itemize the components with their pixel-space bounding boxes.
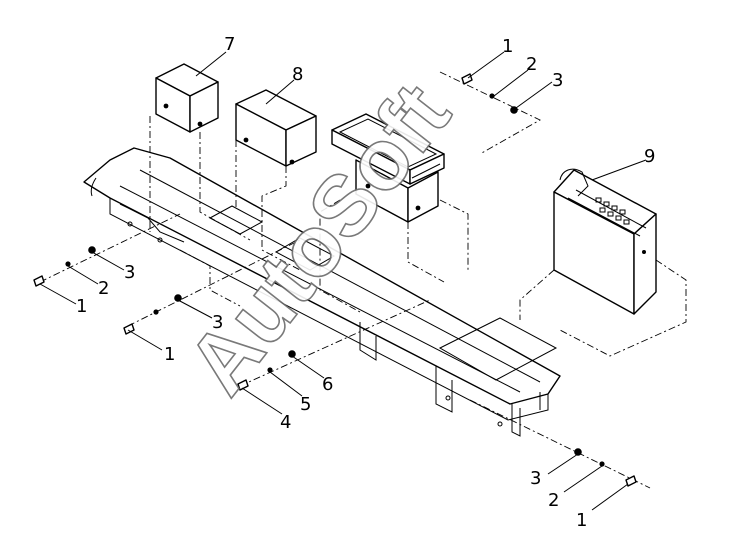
callout-1-top: 1 (502, 36, 513, 57)
box-part-8 (235, 89, 317, 167)
callout-3-bottom: 3 (530, 468, 541, 489)
control-module-part-9 (553, 168, 657, 315)
callout-3-top: 3 (552, 70, 563, 91)
mounting-bracket (83, 147, 561, 437)
callout-1-left: 1 (76, 296, 87, 317)
callout-9: 9 (644, 146, 655, 167)
callout-labels: 1 2 3 1 2 3 1 3 4 5 6 3 2 1 7 8 9 (76, 34, 655, 531)
callout-3-mid: 3 (212, 312, 223, 333)
leader-lines (39, 51, 647, 511)
callout-1-bottom: 1 (576, 510, 587, 531)
callout-1-mid: 1 (164, 344, 175, 365)
callout-2-left: 2 (98, 278, 109, 299)
fasteners (33, 73, 637, 487)
center-unit (331, 113, 445, 223)
box-part-7 (155, 63, 219, 133)
callout-8: 8 (292, 64, 303, 85)
callout-4: 4 (280, 412, 291, 433)
callout-2-bottom: 2 (548, 490, 559, 511)
callout-3-left: 3 (124, 262, 135, 283)
callout-7: 7 (224, 34, 235, 55)
callout-5: 5 (300, 394, 311, 415)
callout-2-top: 2 (526, 54, 537, 75)
callout-6: 6 (322, 374, 333, 395)
